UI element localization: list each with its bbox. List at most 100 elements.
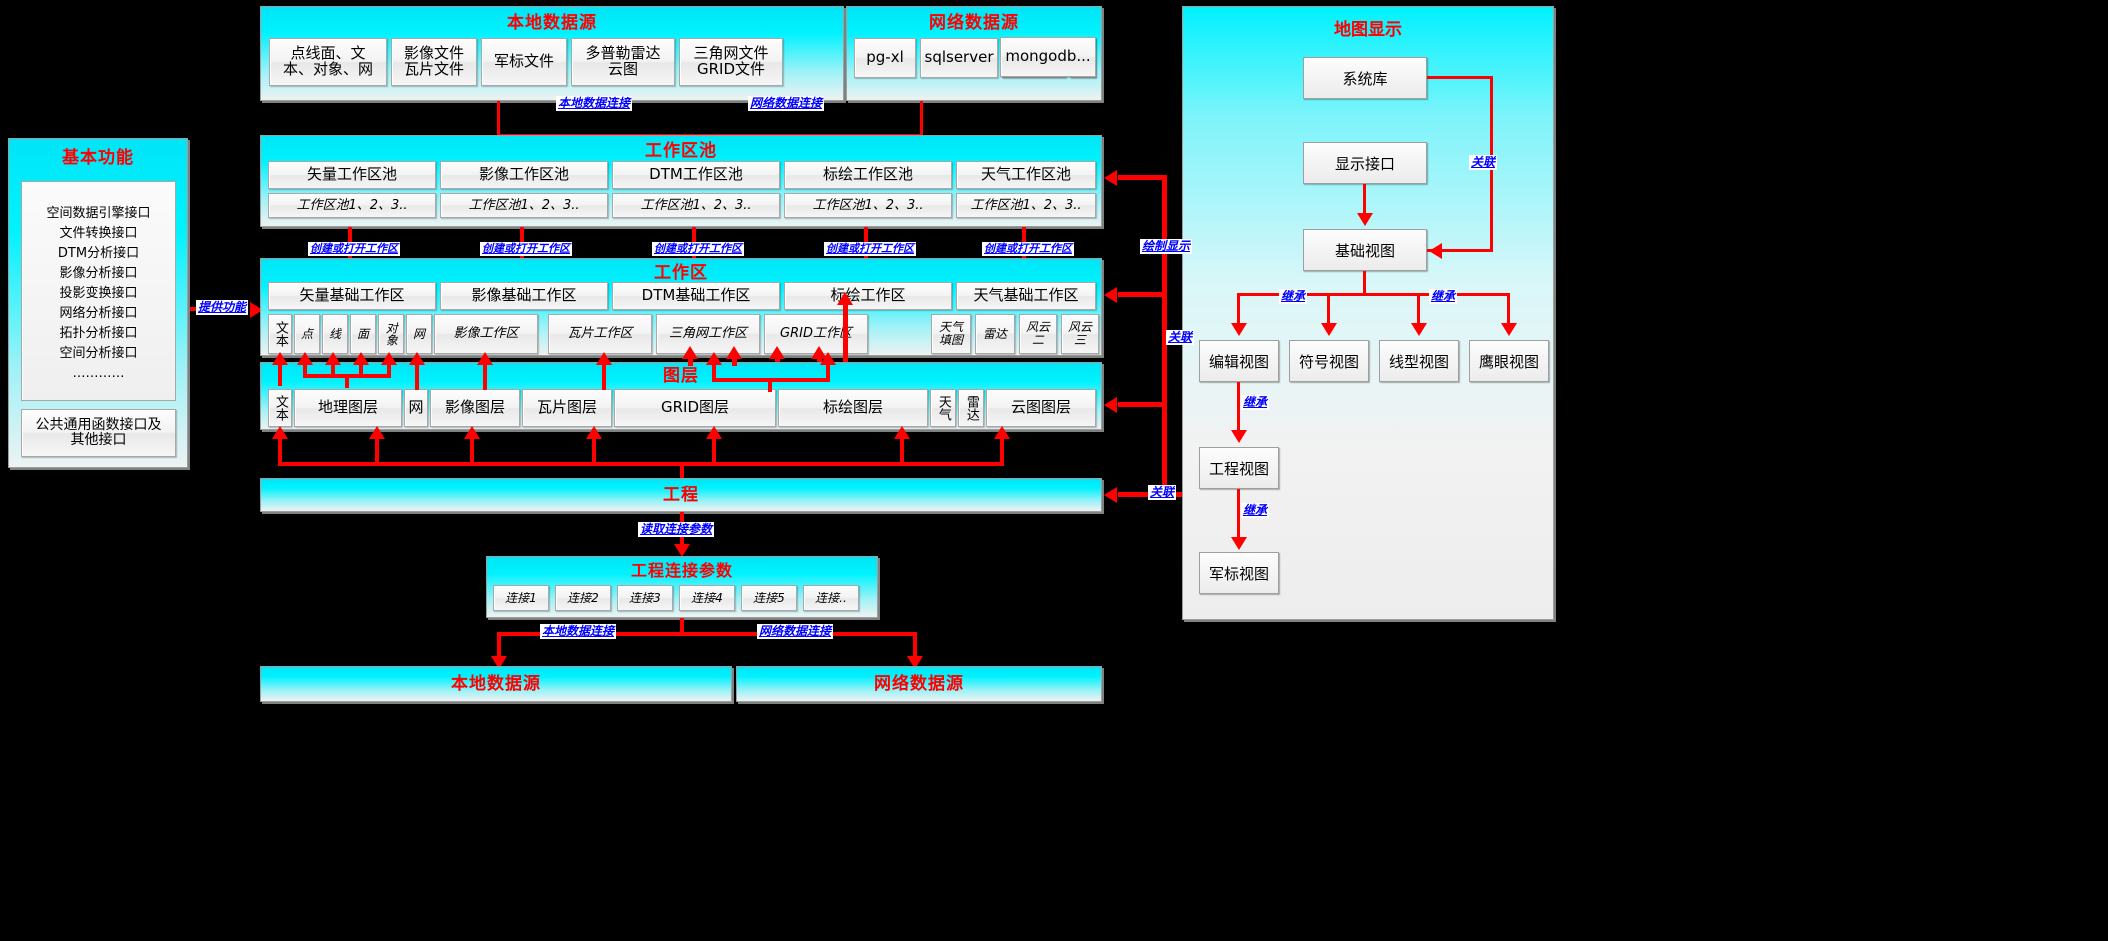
local-source-item-1[interactable]: 影像文件 瓦片文件 bbox=[391, 38, 477, 86]
pl-arrow-0 bbox=[272, 426, 288, 439]
pl-line-3 bbox=[592, 430, 596, 464]
layer-cloud[interactable]: 云图图层 bbox=[986, 389, 1096, 427]
local-source-item-3[interactable]: 多普勒雷达 云图 bbox=[571, 38, 675, 86]
plot-line bbox=[843, 300, 848, 362]
pool-3[interactable]: 标绘工作区池 bbox=[784, 161, 952, 189]
pool-0[interactable]: 矢量工作区池 bbox=[268, 161, 436, 189]
md-col-0-arrow bbox=[1231, 323, 1247, 336]
pl-arrow-5 bbox=[894, 426, 910, 439]
connection-5[interactable]: 连接.. bbox=[803, 585, 859, 611]
common-function-interface-box[interactable]: 公共通用函数接口及 其他接口 bbox=[21, 409, 176, 457]
md-project-to-military bbox=[1237, 489, 1240, 539]
label-local-data-connection-bottom: 本地数据连接 bbox=[540, 624, 617, 639]
plot-arrow bbox=[837, 292, 853, 305]
workarea-base-4[interactable]: 天气基础工作区 bbox=[956, 282, 1096, 310]
lw-arrow-5 bbox=[409, 352, 425, 365]
local-source-item-2[interactable]: 军标文件 bbox=[481, 38, 567, 86]
local-source-item-0[interactable]: 点线面、文 本、对象、网 bbox=[269, 38, 387, 86]
create-line-3 bbox=[864, 227, 868, 249]
pool-instance-4[interactable]: 工作区池1、2、3.. bbox=[956, 193, 1096, 218]
workarea-sub-tin[interactable]: 三角网工作区 bbox=[656, 314, 760, 354]
connection-0[interactable]: 连接1 bbox=[493, 585, 549, 611]
label-create-open-2: 创建或打开工作区 bbox=[652, 242, 744, 256]
wf-line-0 bbox=[688, 356, 693, 366]
pool-instance-2[interactable]: 工作区池1、2、3.. bbox=[612, 193, 780, 218]
project-title: 工程 bbox=[663, 485, 699, 505]
layer-tile[interactable]: 瓦片图层 bbox=[522, 389, 612, 427]
layer-grid[interactable]: GRID图层 bbox=[614, 389, 776, 427]
md-disp-to-base bbox=[1363, 184, 1366, 216]
workarea-sub-fengyun-3[interactable]: 风云 三 bbox=[1061, 314, 1099, 354]
pl-bus-drop bbox=[680, 462, 684, 478]
md-col-1 bbox=[1327, 293, 1330, 325]
workarea-base-3[interactable]: 标绘工作区 bbox=[784, 282, 952, 310]
label-relate-workarea: 关联 bbox=[1166, 330, 1195, 345]
network-source-item-0[interactable]: pg-xl bbox=[854, 38, 916, 78]
linetype-view-box[interactable]: 线型视图 bbox=[1379, 340, 1459, 382]
layer-text[interactable]: 文本 bbox=[268, 389, 292, 427]
workarea-sub-tile[interactable]: 瓦片工作区 bbox=[548, 314, 652, 354]
create-line-4 bbox=[1022, 227, 1026, 249]
wf-line-3 bbox=[817, 356, 822, 362]
base-view-box[interactable]: 基础视图 bbox=[1303, 229, 1427, 271]
military-view-box[interactable]: 军标视图 bbox=[1199, 552, 1279, 594]
workarea-sub-object[interactable]: 对象 bbox=[378, 314, 404, 354]
md-to-pool-arrow bbox=[1104, 170, 1117, 186]
project-view-box[interactable]: 工程视图 bbox=[1199, 447, 1279, 489]
workarea-base-1[interactable]: 影像基础工作区 bbox=[440, 282, 608, 310]
pool-instance-1[interactable]: 工作区池1、2、3.. bbox=[440, 193, 608, 218]
workarea-sub-net[interactable]: 网 bbox=[406, 314, 432, 354]
md-sys-to-disp-right bbox=[1427, 76, 1493, 79]
display-interface-box[interactable]: 显示接口 bbox=[1303, 142, 1427, 184]
local-source-item-4[interactable]: 三角网文件 GRID文件 bbox=[679, 38, 783, 86]
layer-geo[interactable]: 地理图层 bbox=[294, 389, 402, 427]
wf-line-2 bbox=[775, 356, 780, 362]
lw-join2-v bbox=[768, 378, 772, 392]
layer-weather[interactable]: 天气 bbox=[930, 389, 956, 427]
provide-function-arrow bbox=[250, 302, 263, 318]
network-source-item-1[interactable]: sqlserver bbox=[920, 38, 998, 78]
workarea-sub-polygon[interactable]: 面 bbox=[350, 314, 376, 354]
workarea-base-2[interactable]: DTM基础工作区 bbox=[612, 282, 780, 310]
layer-image[interactable]: 影像图层 bbox=[430, 389, 520, 427]
bottom-local-data-source-title: 本地数据源 bbox=[451, 674, 541, 694]
local-data-source-panel: 本地数据源 点线面、文 本、对象、网 影像文件 瓦片文件 军标文件 多普勒雷达 … bbox=[260, 6, 844, 101]
md-to-workarea bbox=[1118, 292, 1166, 297]
pl-line-1 bbox=[375, 430, 379, 464]
pl-line-4 bbox=[712, 430, 716, 464]
workarea-sub-image[interactable]: 影像工作区 bbox=[434, 314, 538, 354]
lw-line-2 bbox=[331, 356, 335, 376]
pool-4[interactable]: 天气工作区池 bbox=[956, 161, 1096, 189]
pl-arrow-6 bbox=[994, 426, 1010, 439]
lw-arrow-3 bbox=[353, 352, 369, 365]
connection-3[interactable]: 连接4 bbox=[679, 585, 735, 611]
workarea-sub-fengyun-2[interactable]: 风云 二 bbox=[1019, 314, 1057, 354]
symbol-view-box[interactable]: 符号视图 bbox=[1289, 340, 1369, 382]
pool-instance-3[interactable]: 工作区池1、2、3.. bbox=[784, 193, 952, 218]
md-disp-to-base-arrow bbox=[1357, 213, 1373, 226]
create-line-1 bbox=[520, 227, 524, 249]
edit-view-box[interactable]: 编辑视图 bbox=[1199, 340, 1279, 382]
workarea-sub-radar[interactable]: 雷达 bbox=[975, 314, 1015, 354]
workarea-sub-point[interactable]: 点 bbox=[294, 314, 320, 354]
workarea-sub-weather-chart[interactable]: 天气 填图 bbox=[931, 314, 971, 354]
layer-net[interactable]: 网 bbox=[404, 389, 428, 427]
workarea-sub-line[interactable]: 线 bbox=[322, 314, 348, 354]
workarea-base-0[interactable]: 矢量基础工作区 bbox=[268, 282, 436, 310]
layers-panel: 图层 文本 地理图层 网 影像图层 瓦片图层 GRID图层 标绘图层 天气 雷达… bbox=[260, 362, 1102, 430]
pool-instance-0[interactable]: 工作区池1、2、3.. bbox=[268, 193, 436, 218]
connection-2[interactable]: 连接3 bbox=[617, 585, 673, 611]
read-param-arrow bbox=[674, 544, 690, 557]
layer-plot[interactable]: 标绘图层 bbox=[778, 389, 928, 427]
network-source-item-3-wide[interactable]: mongodb... bbox=[1000, 37, 1096, 77]
workarea-sub-text[interactable]: 文本 bbox=[268, 314, 292, 354]
system-lib-box[interactable]: 系统库 bbox=[1303, 57, 1427, 99]
connection-4[interactable]: 连接5 bbox=[741, 585, 797, 611]
connection-1[interactable]: 连接2 bbox=[555, 585, 611, 611]
layer-radar[interactable]: 雷达 bbox=[958, 389, 984, 427]
pool-2[interactable]: DTM工作区池 bbox=[612, 161, 780, 189]
label-inherit-project: 继承 bbox=[1241, 395, 1270, 410]
bp-right-arrow bbox=[907, 656, 923, 669]
eagle-view-box[interactable]: 鹰眼视图 bbox=[1469, 340, 1549, 382]
pool-1[interactable]: 影像工作区池 bbox=[440, 161, 608, 189]
